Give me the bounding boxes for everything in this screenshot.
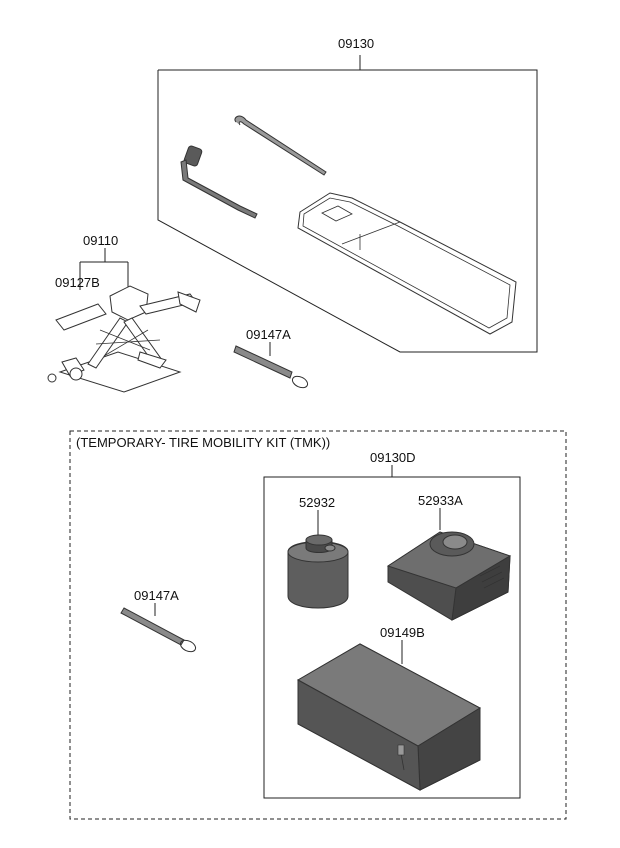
tmk-title: (TEMPORARY- TIRE MOBILITY KIT (TMK)) — [76, 435, 330, 450]
label-09130d: 09130D — [370, 450, 416, 465]
tmk-dashed-frame — [69, 430, 567, 820]
label-52932: 52932 — [299, 495, 335, 510]
label-09130: 09130 — [338, 36, 374, 51]
label-09149b: 09149B — [380, 625, 425, 640]
tmk-section: (TEMPORARY- TIRE MOBILITY KIT (TMK)) 091… — [69, 430, 567, 820]
tool-kit-frame — [157, 69, 538, 353]
label-09147a-top: 09147A — [246, 327, 291, 342]
label-09147a-kit: 09147A — [134, 588, 179, 603]
jack-group: 09110 09127B — [47, 233, 201, 393]
wheel-wrench — [180, 145, 258, 219]
storage-box: 09149B — [296, 625, 482, 791]
tow-hook-top: 09147A — [233, 327, 309, 389]
jack-label-sticker — [55, 303, 107, 331]
sealant-bottle: 52932 — [287, 495, 349, 609]
tool-kit-group: 09130 — [157, 36, 538, 353]
tow-hook-kit: 09147A — [120, 588, 197, 653]
label-09110: 09110 — [83, 233, 118, 248]
tool-bag — [297, 192, 517, 335]
tool-rod — [234, 115, 327, 176]
scissor-jack — [47, 285, 201, 393]
label-52933a: 52933A — [418, 493, 463, 508]
air-compressor: 52933A — [386, 493, 512, 621]
label-09127b: 09127B — [55, 275, 100, 290]
